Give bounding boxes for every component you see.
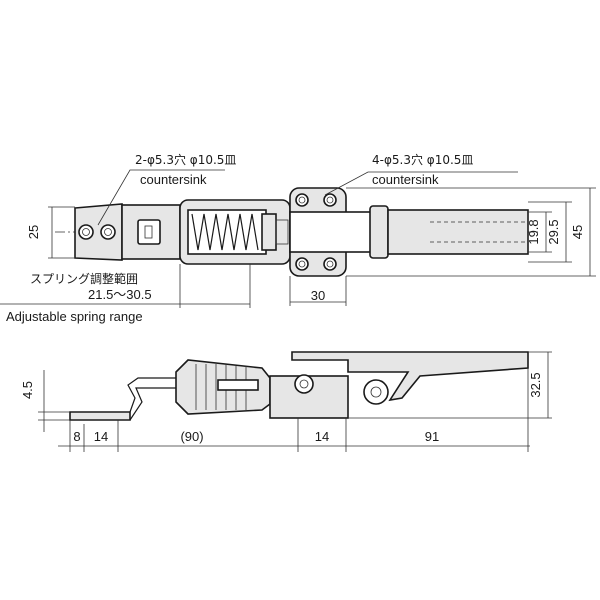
spring-coil [191, 213, 259, 251]
dim-19-8: 19.8 [526, 219, 541, 244]
right-hole-1 [295, 193, 309, 207]
side-hook-wire [127, 377, 182, 413]
lever-hinge [369, 205, 389, 259]
spring-nut [261, 213, 277, 251]
spring-range-value: 21.5〜30.5 [88, 287, 152, 302]
right-hole-countersink: countersink [372, 172, 439, 187]
hook-slot [137, 219, 161, 245]
dim-14-right: 14 [315, 429, 329, 444]
dim-90: (90) [180, 429, 203, 444]
spring-range-jp: スプリング調整範囲 [30, 271, 138, 286]
dim-25: 25 [26, 225, 41, 239]
side-base-plate [69, 411, 131, 421]
lever-pivot-block [289, 211, 383, 253]
right-hole-4 [323, 257, 337, 271]
dim-91: 91 [425, 429, 439, 444]
dim-4-5: 4.5 [20, 381, 35, 399]
left-hole-countersink: countersink [140, 172, 207, 187]
right-hole-3 [295, 257, 309, 271]
side-lever-pivot [363, 379, 389, 405]
side-view: 4.5 32.5 8 14 (90) 14 91 [20, 351, 552, 452]
dim-32-5: 32.5 [528, 372, 543, 397]
left-hole-1 [78, 224, 94, 240]
side-adjust-slot [217, 379, 259, 391]
left-base-plate [74, 203, 123, 261]
lever-handle [387, 209, 529, 255]
dim-45: 45 [570, 225, 585, 239]
dim-30: 30 [311, 288, 325, 303]
dim-29-5: 29.5 [546, 219, 561, 244]
dim-8: 8 [73, 429, 80, 444]
right-hole-2 [323, 193, 337, 207]
top-view: 25 19.8 29.5 45 30 [0, 169, 596, 308]
side-lever [291, 351, 529, 402]
side-pivot-pin [294, 374, 314, 394]
dim-14-left: 14 [94, 429, 108, 444]
spring-range-en: Adjustable spring range [6, 309, 143, 324]
right-hole-callout: 4-φ5.3穴 φ10.5皿 [372, 152, 473, 167]
left-hole-2 [100, 224, 116, 240]
left-hole-callout: 2-φ5.3穴 φ10.5皿 [135, 152, 236, 167]
